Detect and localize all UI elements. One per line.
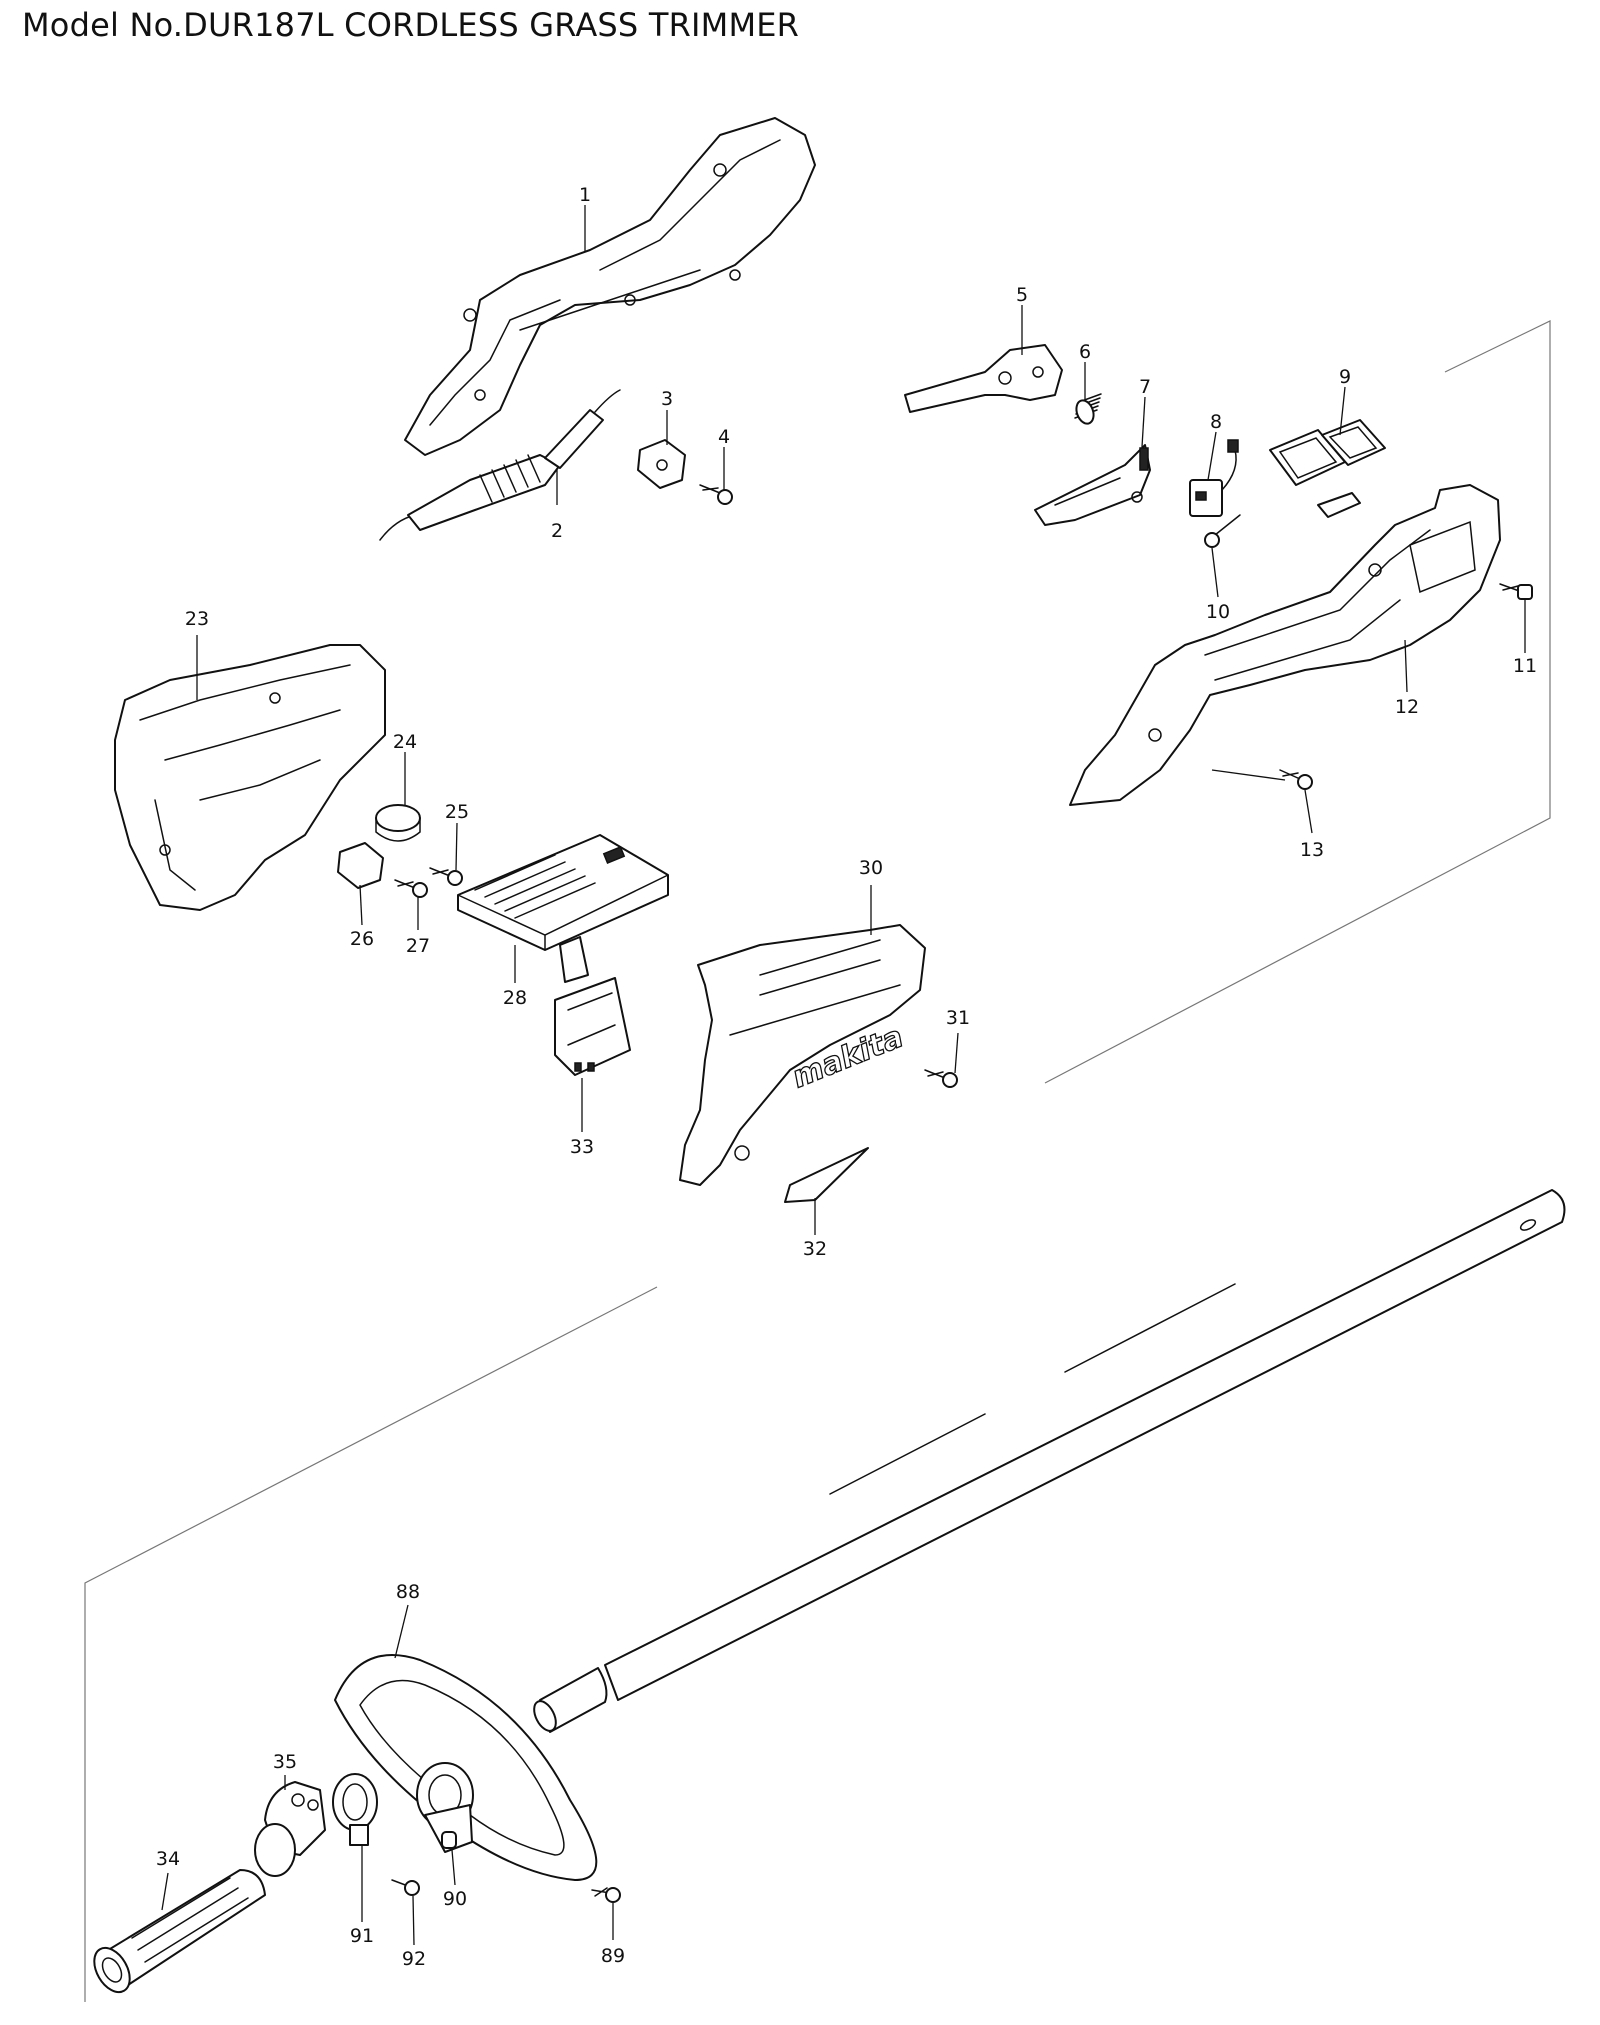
callout-28: 28 — [503, 987, 527, 1009]
callout-13: 13 — [1300, 839, 1324, 861]
assembly-frame — [84, 320, 1551, 2002]
part-89-screw — [591, 1887, 621, 1903]
callout-1: 1 — [579, 184, 591, 206]
callout-33: 33 — [570, 1136, 594, 1158]
callout-27: 27 — [406, 935, 430, 957]
part-4-screw — [699, 484, 733, 505]
callout-32: 32 — [803, 1238, 827, 1260]
callout-12: 12 — [1395, 696, 1419, 718]
callout-2: 2 — [551, 520, 563, 542]
part-5-lever — [904, 344, 1063, 413]
part-10-spring — [1204, 514, 1241, 548]
part-11-screw — [1499, 583, 1533, 600]
page-title: Model No.DUR187L CORDLESS GRASS TRIMMER — [22, 6, 800, 44]
callout-89: 89 — [601, 1945, 625, 1967]
part-32-label — [784, 1147, 869, 1203]
part-91-band — [332, 1773, 378, 1846]
callout-24: 24 — [393, 731, 417, 753]
callout-10: 10 — [1206, 601, 1230, 623]
callout-4: 4 — [718, 426, 730, 448]
part-24-band — [375, 804, 421, 842]
part-31-screw — [924, 1069, 958, 1088]
controller-grid — [474, 854, 596, 919]
part-2-cord — [379, 389, 621, 541]
part-23-housing — [114, 644, 386, 911]
callout-9: 9 — [1339, 366, 1351, 388]
part-26-clip — [337, 842, 384, 889]
strain-relief-ribs — [479, 454, 541, 503]
pipe-joint — [533, 1667, 608, 1733]
callout-5: 5 — [1016, 284, 1028, 306]
callout-92: 92 — [402, 1948, 426, 1970]
part-28-controller — [457, 834, 669, 983]
callout-30: 30 — [859, 857, 883, 879]
part-8-switch — [1189, 439, 1239, 517]
part-1-housing — [404, 117, 816, 456]
part-92-screw — [391, 1879, 420, 1896]
leader-lines — [161, 205, 1526, 1946]
part-13-screw — [1279, 769, 1313, 790]
shaft-pipe — [604, 1189, 1566, 1701]
callout-11: 11 — [1513, 655, 1537, 677]
part-3-clamp — [637, 439, 686, 489]
callout-3: 3 — [661, 388, 673, 410]
callout-6: 6 — [1079, 341, 1091, 363]
part-90-pin — [441, 1831, 457, 1849]
part-12-handle — [1069, 484, 1501, 806]
callout-35: 35 — [273, 1751, 297, 1773]
callout-31: 31 — [946, 1007, 970, 1029]
part-9-switch-cover — [1269, 419, 1386, 518]
callout-labels: 1 2 3 4 5 6 7 8 9 10 11 12 13 23 24 25 2… — [156, 184, 1537, 1970]
part-27-screw — [394, 879, 428, 898]
callout-91: 91 — [350, 1925, 374, 1947]
part-30-cover: makita — [679, 924, 926, 1186]
part-6-spring — [1074, 393, 1102, 425]
part-25-screw — [429, 867, 463, 886]
callout-26: 26 — [350, 928, 374, 950]
callout-88: 88 — [396, 1581, 420, 1603]
callout-7: 7 — [1139, 376, 1151, 398]
callout-34: 34 — [156, 1848, 180, 1870]
callout-90: 90 — [443, 1888, 467, 1910]
part-88-loop-handle — [334, 1654, 598, 1881]
part-34-grip — [93, 1869, 266, 1994]
callout-8: 8 — [1210, 411, 1222, 433]
part-35-bracket — [254, 1781, 326, 1877]
part-33-terminal — [554, 977, 631, 1076]
callout-25: 25 — [445, 801, 469, 823]
part-7-trigger — [1034, 444, 1151, 526]
callout-23: 23 — [185, 608, 209, 630]
